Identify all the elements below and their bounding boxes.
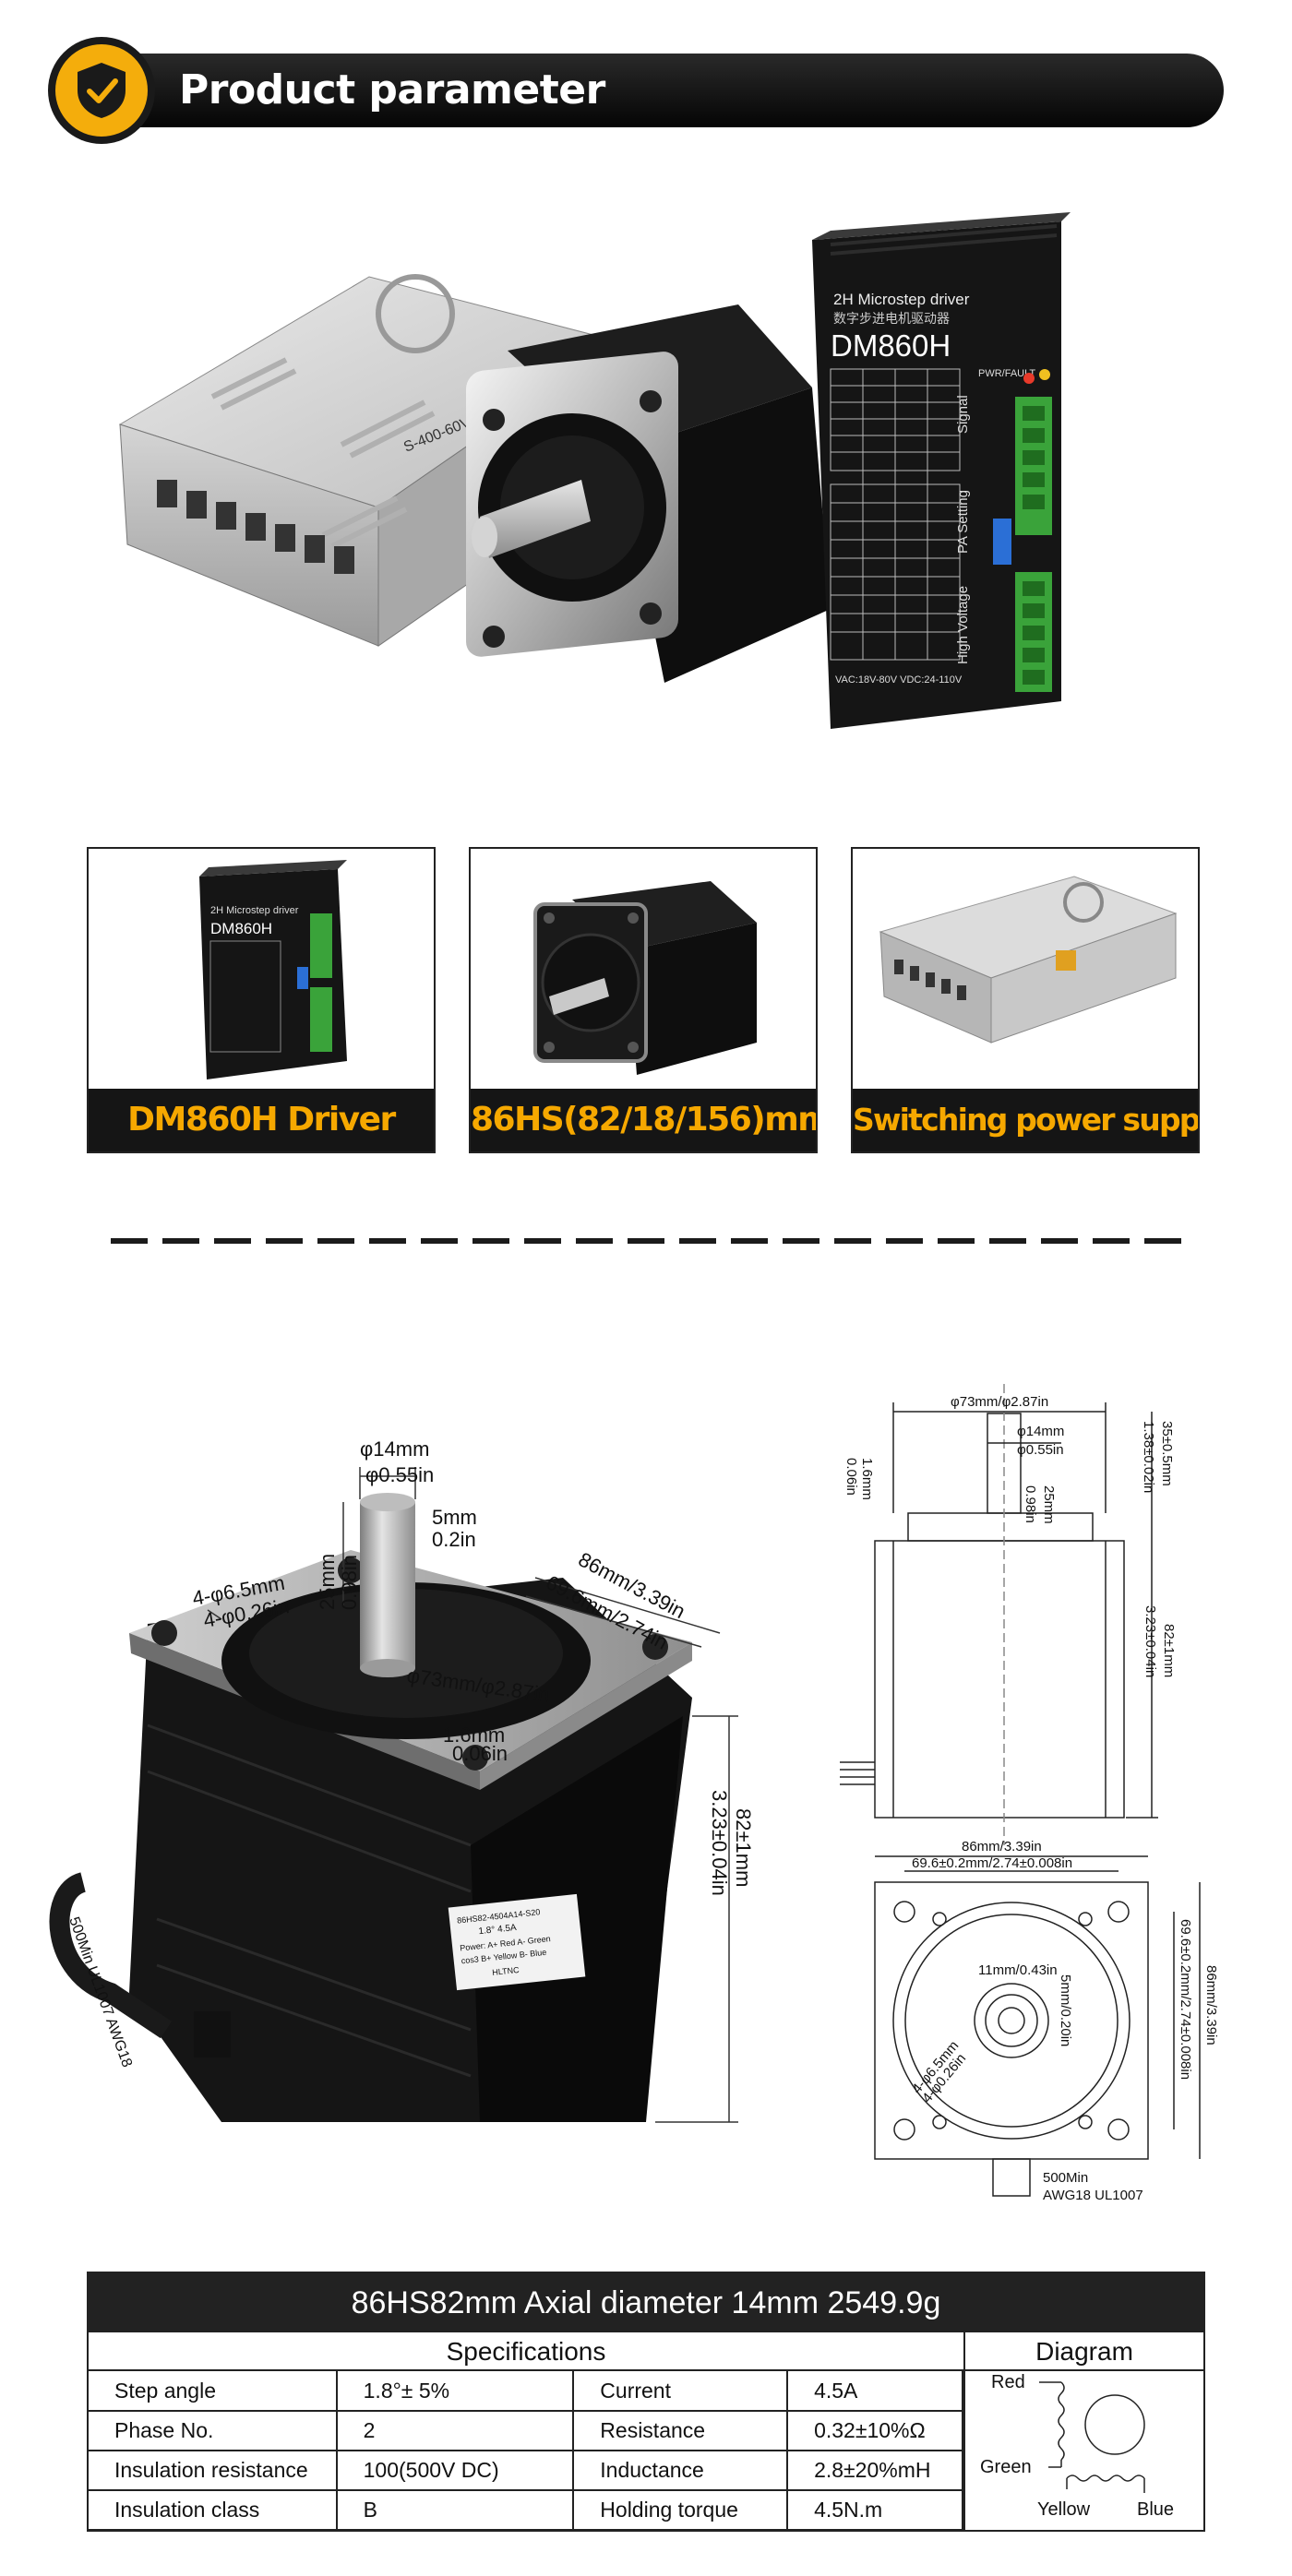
svg-text:DM860H: DM860H (831, 328, 951, 363)
driver-thumbnail: 2H Microstep driver DM860H (199, 860, 347, 1079)
psu-thumbnail (879, 876, 1178, 1044)
svg-text:3.23±0.04in: 3.23±0.04in (1142, 1605, 1158, 1677)
svg-text:PWR/FAULT: PWR/FAULT (978, 368, 1035, 379)
svg-text:0.98in: 0.98in (1023, 1485, 1038, 1523)
svg-text:Red: Red (991, 2372, 1025, 2392)
svg-text:69.6±0.2mm/2.74±0.008in: 69.6±0.2mm/2.74±0.008in (912, 1855, 1072, 1871)
spec-label: Resistance (572, 2410, 789, 2451)
spec-specifications-label: Specifications (89, 2332, 963, 2371)
card-label-psu: Switching power supply (853, 1089, 1198, 1151)
spec-value: 1.8°± 5% (335, 2371, 575, 2412)
svg-text:1.38±0.02in: 1.38±0.02in (1141, 1421, 1156, 1493)
motor-dimension-photo: 86HS82-4504A14-S20 1.8° 4.5A Power: A+ R… (49, 1437, 755, 2123)
table-row: Phase No. 2 Resistance 0.32±10%Ω (89, 2410, 963, 2451)
svg-text:φ73mm/φ2.87in: φ73mm/φ2.87in (951, 1394, 1048, 1410)
spec-value: 100(500V DC) (335, 2450, 575, 2491)
svg-text:Yellow: Yellow (1037, 2499, 1091, 2520)
product-card-motor: 86HS(82/18/156)mm (469, 847, 818, 1153)
product-card-psu: Switching power supply (851, 847, 1200, 1153)
card-label-motor: 86HS(82/18/156)mm (471, 1089, 816, 1151)
spec-label: Insulation resistance (89, 2450, 338, 2491)
svg-text:5mm: 5mm (432, 1506, 477, 1529)
spec-label: Step angle (89, 2371, 338, 2412)
svg-text:11mm/0.43in: 11mm/0.43in (978, 1962, 1058, 1978)
svg-text:69.6±0.2mm/2.74±0.008in: 69.6±0.2mm/2.74±0.008in (1178, 1919, 1193, 2080)
wiring-diagram: Red Green Yellow Blue (980, 2372, 1174, 2520)
spec-value: 2 (335, 2410, 575, 2451)
svg-text:1.8° 4.5A: 1.8° 4.5A (478, 1923, 518, 1937)
table-row: Step angle 1.8°± 5% Current 4.5A (89, 2371, 963, 2412)
diagram-title: Diagram (965, 2332, 1203, 2371)
svg-text:35±0.5mm: 35±0.5mm (1159, 1421, 1175, 1486)
svg-text:500Min: 500Min (1043, 2170, 1088, 2186)
spec-value: 4.5N.m (786, 2489, 963, 2531)
product-card-driver: 2H Microstep driver DM860H DM860H Driver (87, 847, 436, 1153)
dashed-divider (111, 1238, 1181, 1244)
svg-text:86mm/3.39in: 86mm/3.39in (1203, 1965, 1219, 2045)
svg-text:DM860H: DM860H (210, 920, 272, 937)
svg-text:3.23±0.04in: 3.23±0.04in (708, 1790, 731, 1896)
card-label-driver: DM860H Driver (89, 1089, 434, 1151)
spec-value: 0.32±10%Ω (786, 2410, 963, 2451)
svg-text:0.06in: 0.06in (452, 1742, 508, 1765)
spec-value: 4.5A (786, 2371, 963, 2412)
technical-drawing: φ73mm/φ2.87in φ14mm φ0.55in 25mm 0.98in … (840, 1384, 1219, 2203)
svg-text:Blue: Blue (1137, 2499, 1174, 2520)
svg-text:数字步进电机驱动器: 数字步进电机驱动器 (833, 312, 950, 327)
spec-grid: Step angle 1.8°± 5% Current 4.5A Phase N… (89, 2371, 963, 2531)
stepper-motor-image (466, 304, 831, 683)
svg-text:0.06in: 0.06in (843, 1458, 859, 1496)
svg-text:1.6mm: 1.6mm (443, 1723, 505, 1747)
page-title: Product parameter (179, 66, 605, 113)
svg-text:φ0.55in: φ0.55in (1017, 1442, 1064, 1458)
svg-text:2H Microstep driver: 2H Microstep driver (833, 291, 970, 308)
svg-text:5mm/0.20in: 5mm/0.20in (1058, 1974, 1073, 2046)
svg-text:0.2in: 0.2in (432, 1528, 476, 1551)
spec-label: Insulation class (89, 2489, 338, 2531)
check-shield-icon (78, 63, 126, 118)
spec-label: Current (572, 2371, 789, 2412)
driver-image: 2H Microstep driver 数字步进电机驱动器 DM860H Sig… (812, 212, 1071, 729)
hero-product-image: S-400-60V 2H Microstep driver 数字步进电机驱动器 … (118, 212, 1071, 729)
motor-thumbnail (533, 881, 757, 1075)
svg-text:82±1mm: 82±1mm (732, 1808, 755, 1887)
wiring-diagram-cell: Diagram Red Green Yellow Blue (963, 2332, 1203, 2530)
table-row: Insulation class B Holding torque 4.5N.m (89, 2489, 963, 2531)
svg-text:0.98in: 0.98in (338, 1555, 361, 1610)
spec-label: Phase No. (89, 2410, 338, 2451)
svg-text:1.6mm: 1.6mm (859, 1458, 875, 1500)
svg-text:25mm: 25mm (1041, 1485, 1057, 1524)
section-header-bar (89, 54, 1224, 127)
table-row: Insulation resistance 100(500V DC) Induc… (89, 2450, 963, 2491)
svg-text:86mm/3.39in: 86mm/3.39in (962, 1839, 1042, 1854)
svg-text:Signal: Signal (955, 395, 971, 434)
svg-text:φ0.55in: φ0.55in (365, 1463, 434, 1486)
svg-text:82±1mm: 82±1mm (1161, 1624, 1177, 1677)
spec-label: Holding torque (572, 2489, 789, 2531)
svg-text:High Voltage: High Voltage (955, 586, 971, 664)
svg-text:AWG18 UL1007: AWG18 UL1007 (1043, 2188, 1143, 2203)
svg-text:HLTNC: HLTNC (492, 1965, 520, 1977)
spec-value: B (335, 2489, 575, 2531)
svg-text:Green: Green (980, 2457, 1032, 2477)
svg-text:φ14mm: φ14mm (360, 1437, 429, 1461)
spec-value: 2.8±20%mH (786, 2450, 963, 2491)
svg-text:VAC:18V-80V VDC:24-110V: VAC:18V-80V VDC:24-110V (835, 674, 963, 686)
svg-text:PA Setting: PA Setting (955, 490, 971, 554)
svg-text:25mm: 25mm (316, 1554, 339, 1610)
spec-label: Inductance (572, 2450, 789, 2491)
svg-text:2H Microstep driver: 2H Microstep driver (210, 905, 299, 916)
spec-title: 86HS82mm Axial diameter 14mm 2549.9g (89, 2273, 1203, 2332)
svg-text:φ14mm: φ14mm (1017, 1424, 1064, 1439)
specification-table: 86HS82mm Axial diameter 14mm 2549.9g Spe… (87, 2272, 1205, 2532)
